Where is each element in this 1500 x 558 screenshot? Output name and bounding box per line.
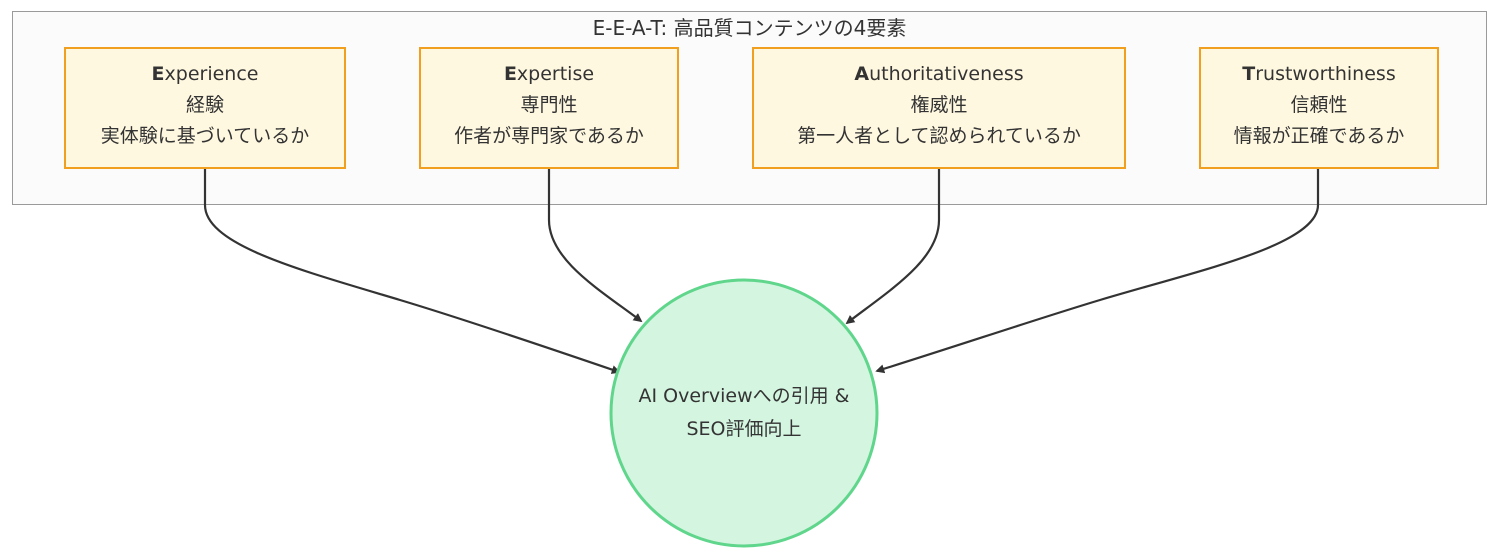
factor-title-rest: rustworthiness [1255,63,1396,85]
factor-title: Expertise [421,59,677,90]
factor-initial: T [1242,63,1256,85]
factor-japanese-name: 信頼性 [1290,94,1348,116]
factor-question: 情報が正確であるか [1233,125,1405,147]
factor-title-rest: xpertise [516,63,595,85]
factor-title: Experience [66,59,344,90]
factor-title: Authoritativeness [754,59,1124,90]
factor-question: 実体験に基づいているか [100,125,310,147]
goal-line-2: SEO評価向上 [686,418,802,440]
factor-japanese-name: 権威性 [910,94,968,116]
goal-node-label: AI Overviewへの引用 & SEO評価向上 [612,380,876,446]
factor-question: 作者が専門家であるか [454,125,644,147]
factor-node-authoritativeness: Authoritativeness 権威性 第一人者として認められているか [752,47,1126,169]
group-title: E-E-A-T: 高品質コンテンツの4要素 [592,16,907,40]
factor-title-rest: uthoritativeness [869,63,1024,85]
factor-initial: E [151,63,165,85]
factor-japanese-name: 経験 [185,94,224,116]
factor-node-trustworthiness: Trustworthiness 信頼性 情報が正確であるか [1199,47,1439,169]
edge-expertise-to-goal [547,169,643,323]
factor-question: 第一人者として認められているか [797,125,1081,147]
factor-japanese-name: 専門性 [520,94,578,116]
factor-node-experience: Experience 経験 実体験に基づいているか [64,47,346,169]
edge-authoritativeness-to-goal [845,169,941,325]
goal-node-circle [609,278,879,548]
factor-initial: E [503,63,517,85]
factor-initial: A [854,63,870,85]
factor-title: Trustworthiness [1201,59,1437,90]
factor-title-rest: xperience [164,63,259,85]
edge-experience-to-goal [203,169,621,374]
goal-line-1: AI Overviewへの引用 & [638,385,850,407]
edge-trustworthiness-to-goal [875,169,1320,374]
factor-node-expertise: Expertise 専門性 作者が専門家であるか [419,47,679,169]
